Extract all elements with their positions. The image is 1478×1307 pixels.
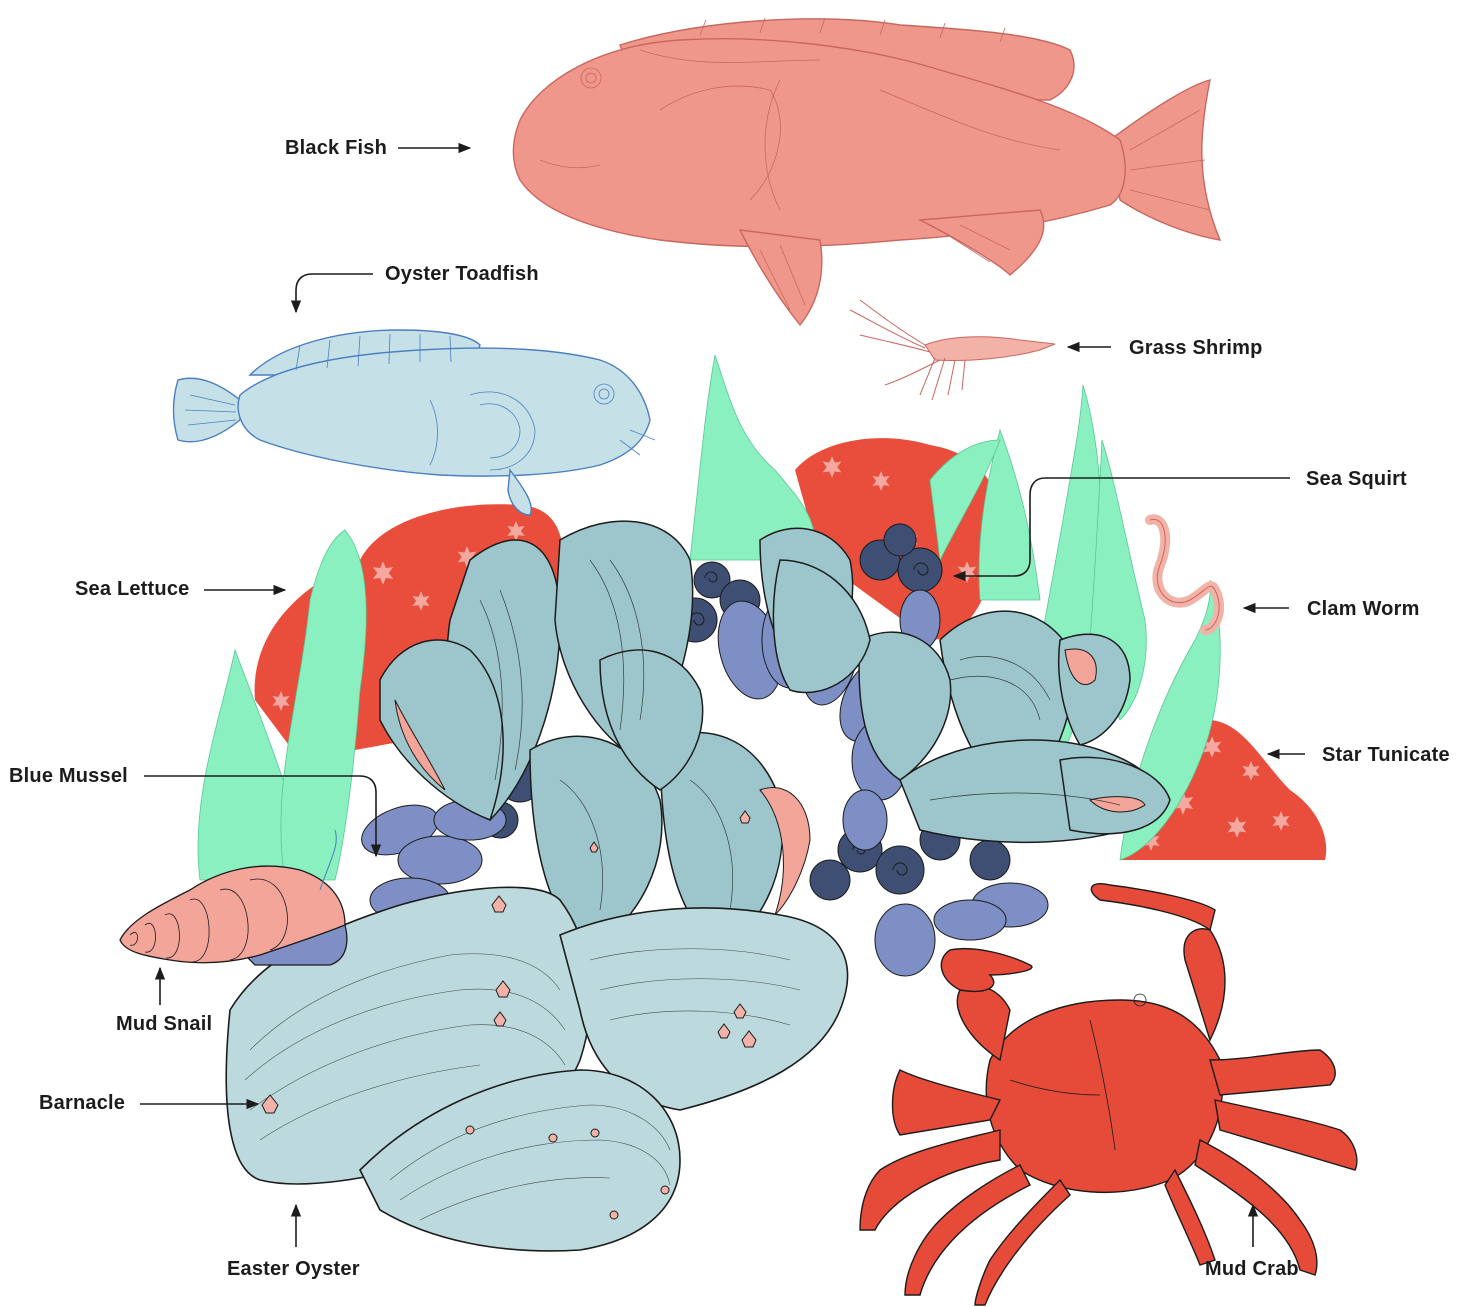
label-sea-squirt: Sea Squirt (1306, 468, 1407, 491)
mud-crab-carapace (986, 1000, 1222, 1192)
label-sea-lettuce: Sea Lettuce (75, 578, 189, 601)
label-star-tunicate: Star Tunicate (1322, 744, 1450, 767)
label-grass-shrimp: Grass Shrimp (1129, 337, 1263, 360)
grass-shrimp (850, 300, 1055, 400)
label-oyster-toadfish: Oyster Toadfish (385, 263, 539, 286)
arrow-oyster-toadfish (296, 274, 373, 312)
label-black-fish: Black Fish (285, 137, 387, 160)
label-mud-crab: Mud Crab (1205, 1258, 1299, 1281)
label-barnacle: Barnacle (39, 1092, 125, 1115)
black-fish-anal-fin (920, 210, 1044, 275)
mud-crab-right-claw (1091, 884, 1215, 930)
label-mud-snail: Mud Snail (116, 1013, 212, 1036)
oyster-toadfish (174, 330, 656, 515)
mud-crab-left-claw (941, 949, 1032, 992)
label-easter-oyster: Easter Oyster (227, 1258, 360, 1281)
black-fish (513, 18, 1220, 325)
mud-crab-left-claw-arm (957, 986, 1010, 1060)
oyster-toadfish-body (238, 348, 650, 476)
label-clam-worm: Clam Worm (1307, 598, 1420, 621)
black-fish-pelvic-fin (740, 230, 822, 325)
oyster-toadfish-tail (174, 378, 241, 442)
grass-shrimp-body (925, 337, 1055, 361)
label-blue-mussel: Blue Mussel (9, 765, 128, 788)
